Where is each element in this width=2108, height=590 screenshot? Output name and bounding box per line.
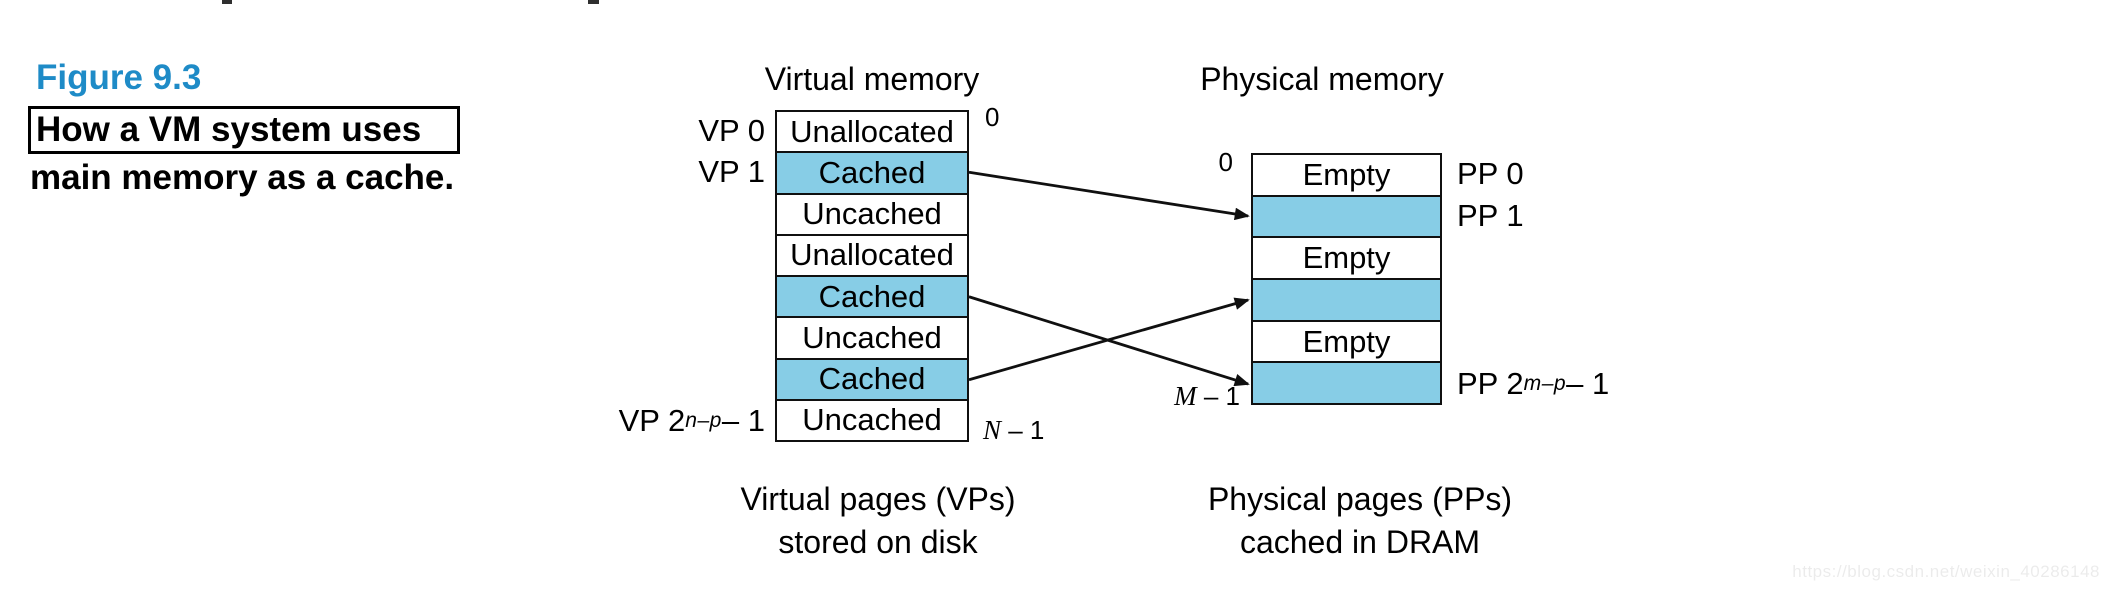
watermark-url: https://blog.csdn.net/weixin_40286148 [1792,562,2100,581]
virtual-pages-caption-line1: Virtual pages (VPs) [740,481,1016,517]
physical-pages-caption-line1: Physical pages (PPs) [1207,481,1513,517]
physical-pages-caption-line2: cached in DRAM [1239,524,1481,560]
figure-title-boxed: How a VM system uses [28,106,460,154]
pm-row-0-empty: Empty [1253,155,1440,195]
vm-row-0-unallocated: Unallocated [777,112,967,152]
physical-memory-title: Physical memory [1200,61,1444,97]
vm-row-2-uncached: Uncached [777,192,967,234]
vp-label-1: VP 1 [698,154,765,190]
vm-row-4-cached: Cached [777,275,967,317]
pm-bottom-address: M – 1 [1174,381,1240,411]
vm-row-5-uncached: Uncached [777,316,967,358]
figure-title-rest: main memory as a cache. [30,158,455,197]
pp-label-1: PP 1 [1457,198,1524,233]
vm-row-1-cached: Cached [777,151,967,193]
figure-title-boxed-text: How a VM system uses [36,110,422,149]
mapping-arrow-1 [968,295,1250,387]
virtual-pages-caption-line2: stored on disk [778,524,978,560]
pm-row-2-empty: Empty [1253,236,1440,279]
vp-label-0: VP 0 [698,112,765,148]
mapping-arrow-0 [968,170,1250,221]
cropped-text-artifact [222,0,232,4]
virtual-memory-title: Virtual memory [764,61,980,97]
figure-number: Figure 9.3 [36,58,202,97]
cropped-text-artifact [588,0,599,4]
mapping-arrow-2 [968,297,1250,382]
vm-row-7-uncached: Uncached [777,398,967,440]
physical-pages-caption: Physical pages (PPs) cached in DRAM [1208,478,1512,564]
pp-label-0: PP 0 [1457,156,1524,191]
virtual-pages-caption: Virtual pages (VPs) stored on disk [740,478,1015,564]
vm-top-address: 0 [985,102,1000,132]
pm-row-3-filled [1253,278,1440,320]
pm-row-5-filled [1253,361,1440,404]
pm-top-address: 0 [1218,147,1233,177]
pm-row-4-empty: Empty [1253,319,1440,362]
vm-bottom-address: N – 1 [983,415,1045,445]
pm-row-1-filled [1253,194,1440,237]
vm-row-3-unallocated: Unallocated [777,233,967,275]
vm-row-6-cached: Cached [777,357,967,399]
